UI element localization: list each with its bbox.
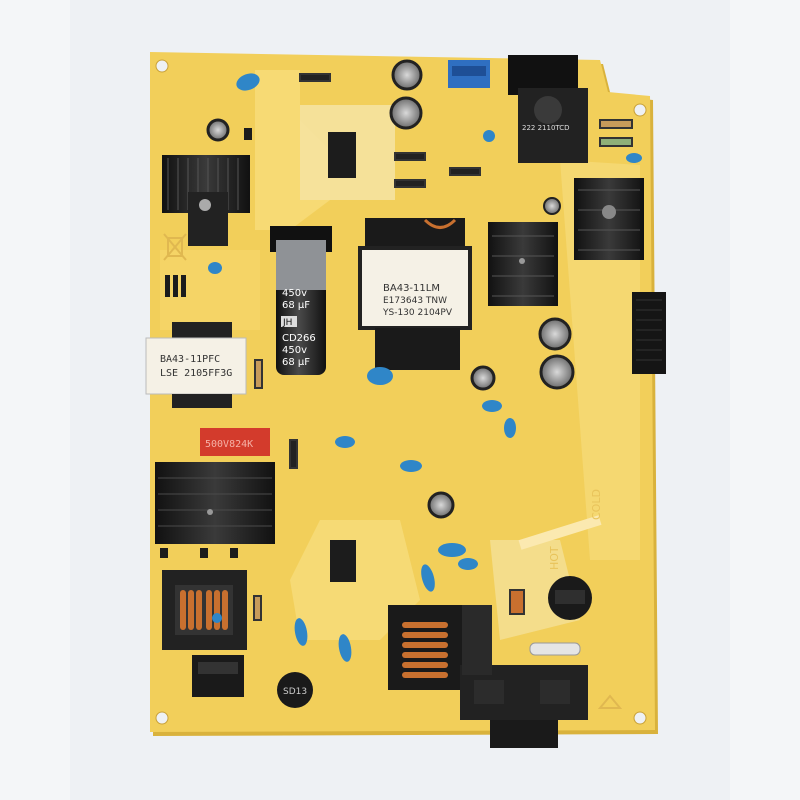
pfc-label-2: LSE 2105FF3G — [160, 368, 232, 379]
bulk-cap-label-1: 450v — [282, 288, 307, 299]
blue-trimmer — [448, 60, 490, 88]
thermistor-label: SD13 — [283, 687, 307, 697]
bulk-cap-label-2: 68 µF — [282, 300, 310, 311]
diodes-resistors — [253, 73, 633, 621]
zone-markings: HOT COLD — [548, 489, 603, 570]
varistor — [548, 576, 592, 620]
line-filter-choke-middle — [388, 605, 463, 690]
electrolytic-capacitors — [206, 59, 575, 519]
film-cap-label: 500V824K — [205, 439, 253, 450]
output-inductor: 222 2110TCD — [508, 55, 588, 163]
heatsink-right-top — [574, 178, 644, 260]
ac-input-connector — [460, 605, 588, 748]
pfc-label-1: BA43-11PFC — [160, 354, 220, 365]
pfc-inductor: BA43-11PFC LSE 2105FF3G — [145, 322, 247, 408]
bulk-capacitor: 450v 68 µF JH CD266 450v 68 µF — [270, 226, 332, 375]
transformer-label-1: BA43-11LM — [383, 283, 440, 294]
bulk-cap-label-4: 450v — [282, 345, 307, 356]
heatsink-middle-right — [488, 222, 558, 306]
main-transformer: BA43-11LM E173643 TNW YS-130 2104PV — [358, 218, 472, 370]
line-filter-choke-left — [162, 570, 247, 650]
fuse — [529, 642, 581, 656]
transformer-label-3: YS-130 2104PV — [382, 308, 453, 318]
blue-ceramic-capacitors — [208, 73, 642, 662]
recycle-icon — [597, 694, 623, 709]
thermistor: SD13 — [277, 672, 313, 708]
bulk-cap-label-3: CD266 — [282, 333, 316, 344]
heatsink-left-top — [162, 155, 250, 246]
output-inductor-label: 222 2110TCD — [522, 124, 570, 132]
relay-box — [192, 655, 244, 697]
crossed-bin-icon — [163, 233, 187, 261]
heatsink-left-bottom — [155, 462, 275, 544]
film-capacitor: 500V824K — [200, 428, 270, 456]
bulk-cap-brand: JH — [282, 318, 292, 328]
small-components — [160, 128, 356, 582]
bulk-cap-label-5: 68 µF — [282, 357, 310, 368]
hot-zone-label: HOT — [548, 546, 561, 570]
cold-zone-label: COLD — [590, 489, 603, 520]
output-connector — [632, 292, 666, 374]
transformer-label-2: E173643 TNW — [383, 296, 447, 306]
